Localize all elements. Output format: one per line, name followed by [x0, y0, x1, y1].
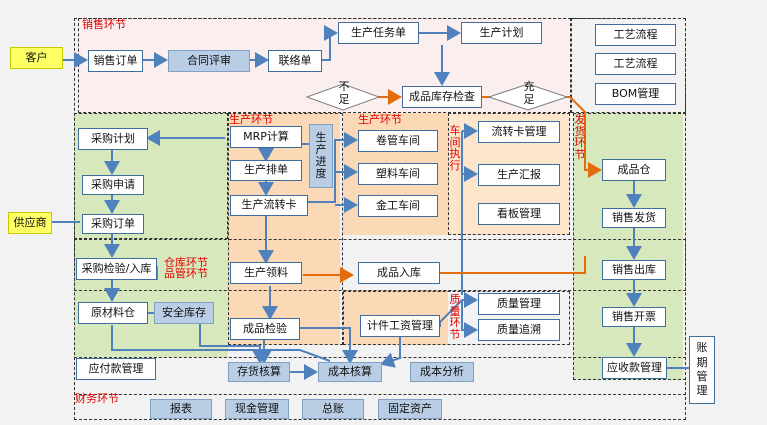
process-flow-node-2: 工艺流程 — [595, 53, 676, 75]
metal-shop-node: 金工车间 — [358, 195, 438, 217]
contract-review-node: 合同评审 — [168, 50, 250, 72]
sales-invoice-node: 销售开票 — [602, 307, 666, 327]
piece-wage-node: 计件工资管理 — [360, 315, 440, 337]
production-plan-node: 生产计划 — [461, 22, 542, 44]
quality-region-label: 质量环节 — [449, 293, 461, 341]
cash-mgmt-node: 现金管理 — [225, 399, 289, 419]
payable-node: 应付款管理 — [76, 358, 156, 380]
purchase-request-node: 采购申请 — [82, 175, 144, 195]
process-flow-node-1: 工艺流程 — [595, 24, 676, 46]
cost-analysis-node: 成本分析 — [410, 362, 474, 382]
finance-region-label: 财务环节 — [75, 392, 119, 405]
receivable-node: 应收款管理 — [602, 357, 667, 379]
prod-inspect-node: 成品检验 — [230, 318, 300, 340]
quality-frame — [343, 291, 570, 345]
report-node: 报表 — [150, 399, 212, 419]
sales-out-node: 销售出库 — [602, 260, 666, 280]
prod-card-node: 生产流转卡 — [230, 195, 308, 216]
finished-in-node: 成品入库 — [358, 262, 440, 284]
purchase-inspect-node: 采购检验/入库 — [76, 258, 157, 280]
workshop-region-label: 车间执行 — [449, 124, 461, 172]
account-period-node: 账期管理 — [689, 336, 715, 404]
fixed-assets-node: 固定资产 — [378, 399, 442, 419]
quality-mgmt-node: 质量管理 — [478, 293, 560, 315]
prod-progress-node: 生产进度 — [309, 124, 333, 188]
sales-region-label: 销售环节 — [82, 18, 126, 31]
purchase-plan-node: 采购计划 — [78, 128, 148, 150]
prod-pick-node: 生产领料 — [230, 262, 302, 284]
production-region-label: 生产环节 — [229, 113, 273, 126]
not-enough-label: 不足 — [338, 80, 350, 107]
raw-warehouse-node: 原材料仓 — [78, 302, 148, 324]
production-top-label: 生产环节 — [358, 113, 402, 126]
mrp-node: MRP计算 — [230, 126, 302, 148]
plastic-shop-node: 塑料车间 — [358, 163, 438, 185]
quality-purchase-label: 品管环节 — [164, 267, 208, 280]
production-task-node: 生产任务单 — [338, 22, 419, 44]
finance-frame — [74, 357, 686, 395]
kanban-node: 看板管理 — [478, 203, 560, 225]
process-frame — [571, 18, 686, 113]
cost-acct-node: 成本核算 — [318, 362, 382, 382]
purchase-frame — [74, 113, 228, 239]
workshop-frame — [448, 113, 570, 235]
ledger-node: 总账 — [302, 399, 364, 419]
bom-node: BOM管理 — [595, 83, 676, 105]
shipping-region-label: 发货环节 — [574, 113, 586, 161]
production-frame — [228, 113, 343, 345]
contact-sheet-node: 联络单 — [268, 50, 322, 72]
inventory-acct-node: 存货核算 — [228, 362, 290, 382]
card-mgmt-node: 流转卡管理 — [478, 121, 560, 143]
supplier-node: 供应商 — [8, 212, 52, 234]
enough-label: 充足 — [523, 80, 535, 107]
sales-ship-node: 销售发货 — [602, 208, 666, 228]
shipping-frame — [573, 113, 686, 380]
prod-schedule-node: 生产排单 — [230, 160, 302, 181]
purchase-order-node: 采购订单 — [82, 214, 144, 234]
stock-check-node: 成品库存检查 — [402, 86, 482, 108]
customer-node: 客户 — [10, 47, 63, 69]
safety-stock-node: 安全库存 — [154, 302, 214, 324]
prod-report-node: 生产汇报 — [478, 164, 560, 186]
sales-order-node: 销售订单 — [88, 50, 143, 72]
finished-wh-node: 成品仓 — [602, 159, 666, 181]
warehouse-region-label: 仓库环节 — [164, 256, 208, 269]
tube-shop-node: 卷管车间 — [358, 130, 438, 152]
quality-trace-node: 质量追溯 — [478, 319, 560, 341]
